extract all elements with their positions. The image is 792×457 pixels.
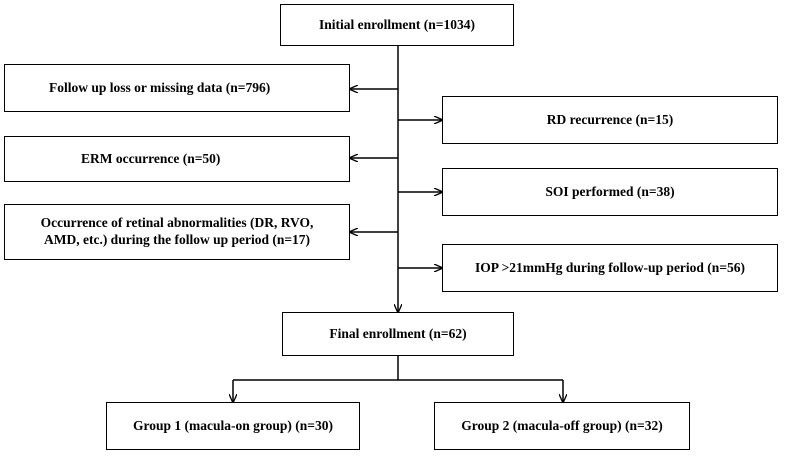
followup-loss-label: Follow up loss or missing data (n=796): [49, 79, 271, 95]
group1-label: Group 1 (macula-on group) (n=30): [133, 417, 333, 433]
group1-box: Group 1 (macula-on group) (n=30): [106, 402, 360, 450]
soi-performed-label: SOI performed (n=38): [545, 183, 675, 199]
iop-label: IOP >21mmHg during follow-up period (n=5…: [474, 259, 746, 275]
retinal-abnormalities-line1: Occurrence of retinal abnormalities (DR,…: [40, 215, 314, 231]
group2-box: Group 2 (macula-off group) (n=32): [434, 402, 690, 450]
soi-performed-box: SOI performed (n=38): [442, 168, 778, 216]
group2-label: Group 2 (macula-off group) (n=32): [461, 417, 663, 433]
iop-box: IOP >21mmHg during follow-up period (n=5…: [442, 244, 778, 292]
final-enrollment-box: Final enrollment (n=62): [282, 312, 514, 356]
erm-occurrence-box: ERM occurrence (n=50): [4, 136, 350, 182]
retinal-abnormalities-box: Occurrence of retinal abnormalities (DR,…: [4, 204, 350, 260]
retinal-abnormalities-line2: AMD, etc.) during the follow up period (…: [43, 232, 311, 247]
erm-occurrence-label: ERM occurrence (n=50): [81, 150, 221, 166]
final-enrollment-label: Final enrollment (n=62): [329, 325, 467, 341]
rd-recurrence-label: RD recurrence (n=15): [546, 111, 674, 127]
initial-enrollment-box: Initial enrollment (n=1034): [280, 4, 514, 46]
followup-loss-box: Follow up loss or missing data (n=796): [4, 64, 350, 112]
rd-recurrence-box: RD recurrence (n=15): [442, 96, 778, 144]
initial-enrollment-label: Initial enrollment (n=1034): [319, 16, 475, 32]
